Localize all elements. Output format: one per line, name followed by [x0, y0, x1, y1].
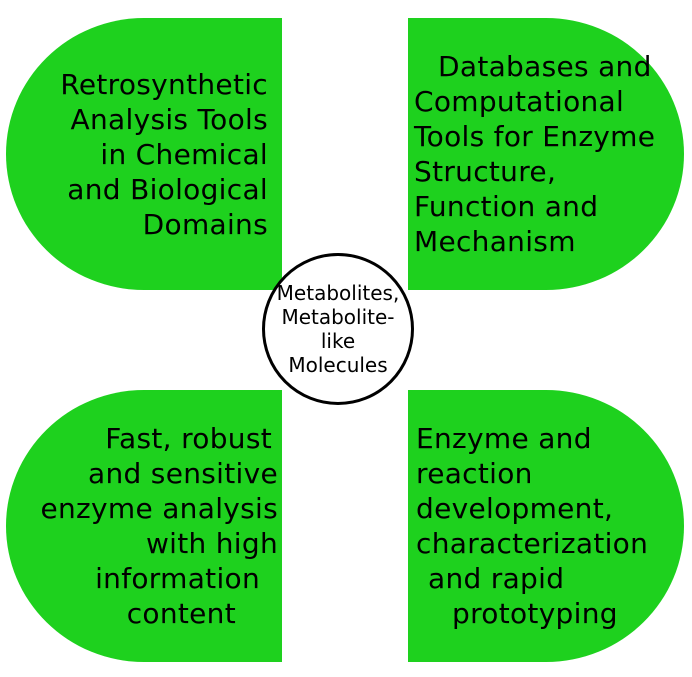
petal-databases-computational-tools: Databases and Computational Tools for En… — [408, 18, 684, 290]
petal-retrosynthetic-analysis: Retrosynthetic Analysis Tools in Chemica… — [6, 18, 282, 290]
petal-text-line: characterization — [416, 527, 649, 560]
petal-text-line: reaction — [416, 457, 533, 490]
petal-text-line: Retrosynthetic — [60, 67, 268, 101]
petal-text-line: enzyme analysis — [40, 492, 278, 525]
petal-text-line: with high — [145, 527, 278, 560]
petal-text-line: and sensitive — [88, 457, 278, 490]
center-text-line: Metabolites, — [276, 281, 400, 305]
petal-text-line: Analysis Tools — [70, 102, 268, 136]
petal-enzyme-analysis: Fast, robust and sensitive enzyme analys… — [6, 390, 282, 662]
center-text-line: like — [320, 329, 356, 353]
petal-enzyme-reaction-development: Enzyme and reaction development, charact… — [408, 390, 684, 662]
center-text-line: Molecules — [288, 353, 388, 377]
petal-text-line: Function and — [414, 190, 599, 223]
petal-text-line: and rapid — [428, 562, 565, 595]
petal-text-line: Databases and — [438, 50, 652, 83]
petal-text-line: Computational — [414, 85, 625, 118]
petal-text-line: Domains — [142, 207, 268, 241]
petal-text-line: prototyping — [452, 597, 618, 630]
petal-text-line: development, — [416, 492, 614, 525]
center-text-line: Metabolite- — [281, 305, 395, 329]
petal-text-line: Mechanism — [414, 225, 576, 258]
petal-text-line: Tools for Enzyme — [414, 120, 656, 153]
petal-text-line: Structure, — [414, 155, 557, 188]
petal-text-line: content — [126, 597, 236, 630]
petal-text-line: Fast, robust — [105, 422, 272, 455]
petal-text-line: Enzyme and — [416, 422, 592, 455]
petal-text-line: in Chemical — [100, 137, 268, 171]
petal-text-line: information — [95, 562, 260, 595]
petal-text-line: and Biological — [67, 172, 268, 206]
center-circle: Metabolites, Metabolite- like Molecules — [262, 253, 414, 405]
